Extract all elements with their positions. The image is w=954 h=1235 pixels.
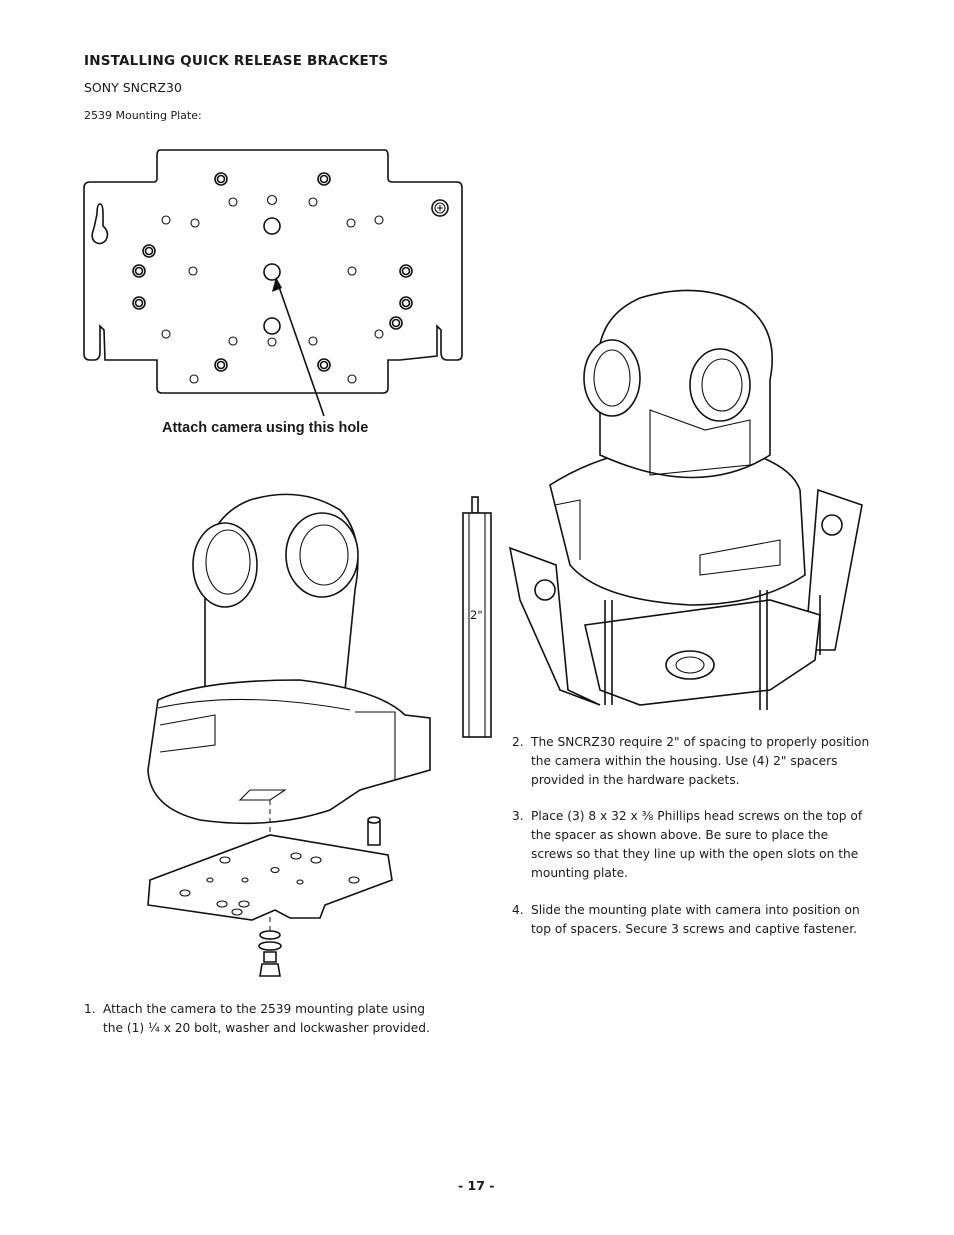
step-number: 4.	[512, 903, 524, 917]
mounting-plate-diagram	[83, 149, 463, 417]
step-number: 2.	[512, 735, 524, 749]
step-1: 1. Attach the camera to the 2539 mountin…	[84, 1000, 434, 1038]
step-number: 3.	[512, 809, 524, 823]
step-text: Slide the mounting plate with camera int…	[531, 903, 860, 936]
camera-plate-assembly-diagram	[147, 493, 431, 977]
section-title: INSTALLING QUICK RELEASE BRACKETS	[84, 53, 389, 69]
step-4: 4. Slide the mounting plate with camera …	[512, 901, 872, 939]
step-text: Place (3) 8 x 32 x ⅜ Phillips head screw…	[531, 809, 863, 880]
step-2: 2. The SNCRZ30 require 2" of spacing to …	[512, 733, 872, 790]
installed-camera-diagram	[508, 289, 863, 710]
step-text: Attach the camera to the 2539 mounting p…	[103, 1002, 430, 1035]
camera-model: SONY SNCRZ30	[84, 80, 182, 95]
spacer-dimension-label: 2"	[470, 608, 483, 622]
step-text: The SNCRZ30 require 2" of spacing to pro…	[531, 735, 870, 787]
step-number: 1.	[84, 1002, 96, 1016]
callout-label: Attach camera using this hole	[162, 420, 369, 436]
spacer-diagram	[462, 496, 492, 738]
page-number: - 17 -	[458, 1178, 495, 1193]
step-3: 3. Place (3) 8 x 32 x ⅜ Phillips head sc…	[512, 807, 872, 883]
plate-caption: 2539 Mounting Plate:	[84, 109, 202, 122]
